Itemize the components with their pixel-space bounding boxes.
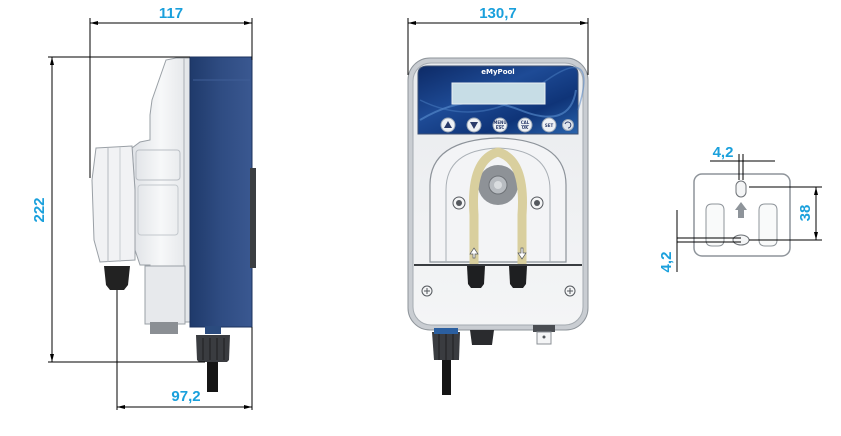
dimension-hole-spacing: 38 — [797, 205, 814, 222]
pump-tube — [469, 147, 527, 270]
flow-arrow-up-icon — [469, 247, 479, 259]
side-wall-bracket — [250, 168, 256, 268]
side-cable-gland — [196, 335, 230, 362]
dimension-slot-width-top: 4,2 — [713, 144, 734, 161]
rotate-icon — [564, 121, 572, 129]
side-tube-fitting — [104, 266, 130, 290]
side-power-cable — [207, 362, 218, 392]
suction-fitting — [467, 266, 485, 288]
power-cable — [442, 360, 451, 395]
dimension-depth-total: 117 — [159, 5, 183, 22]
bracket-view: 4,2 38 4,2 — [658, 144, 822, 272]
top-mount-hole — [735, 180, 747, 198]
arrow-down-icon — [470, 122, 478, 129]
side-rear-housing — [189, 56, 253, 328]
brand-label: eMyPool — [481, 68, 514, 76]
button-cal-ok[interactable]: CAL OK — [517, 117, 533, 133]
lcd-display — [451, 82, 546, 105]
svg-text:SET: SET — [545, 123, 554, 128]
dimension-width-total: 130,7 — [479, 5, 517, 22]
side-lower-block — [144, 265, 186, 325]
side-bottom-connector — [150, 322, 178, 334]
svg-text:MENU: MENU — [493, 120, 506, 125]
button-down[interactable] — [466, 117, 482, 133]
level-probe-connector — [470, 330, 494, 345]
bottom-mount-hole — [732, 234, 750, 246]
button-rotate[interactable] — [562, 119, 574, 131]
side-pump-head — [91, 145, 136, 263]
flow-arrow-down-icon — [517, 247, 527, 260]
discharge-fitting — [509, 266, 527, 288]
svg-text:ESC: ESC — [496, 125, 505, 130]
dimension-height-total: 222 — [31, 197, 48, 222]
svg-text:CAL: CAL — [521, 120, 530, 125]
svg-text:OK: OK — [522, 125, 529, 130]
front-view: eMyPool MENU ESC CAL OK SET — [407, 5, 589, 395]
side-view: 117 222 97,2 — [31, 5, 256, 410]
button-up[interactable] — [440, 117, 456, 133]
button-menu-esc[interactable]: MENU ESC — [492, 117, 508, 133]
button-set[interactable]: SET — [541, 117, 557, 133]
side-front-housing — [131, 57, 191, 323]
arrow-up-icon — [444, 121, 452, 128]
slot-left — [705, 203, 725, 247]
orientation-arrow-icon — [735, 202, 747, 218]
dimension-slot-width-bottom: 4,2 — [658, 252, 675, 273]
dimension-depth-to-fitting: 97,2 — [171, 388, 200, 405]
